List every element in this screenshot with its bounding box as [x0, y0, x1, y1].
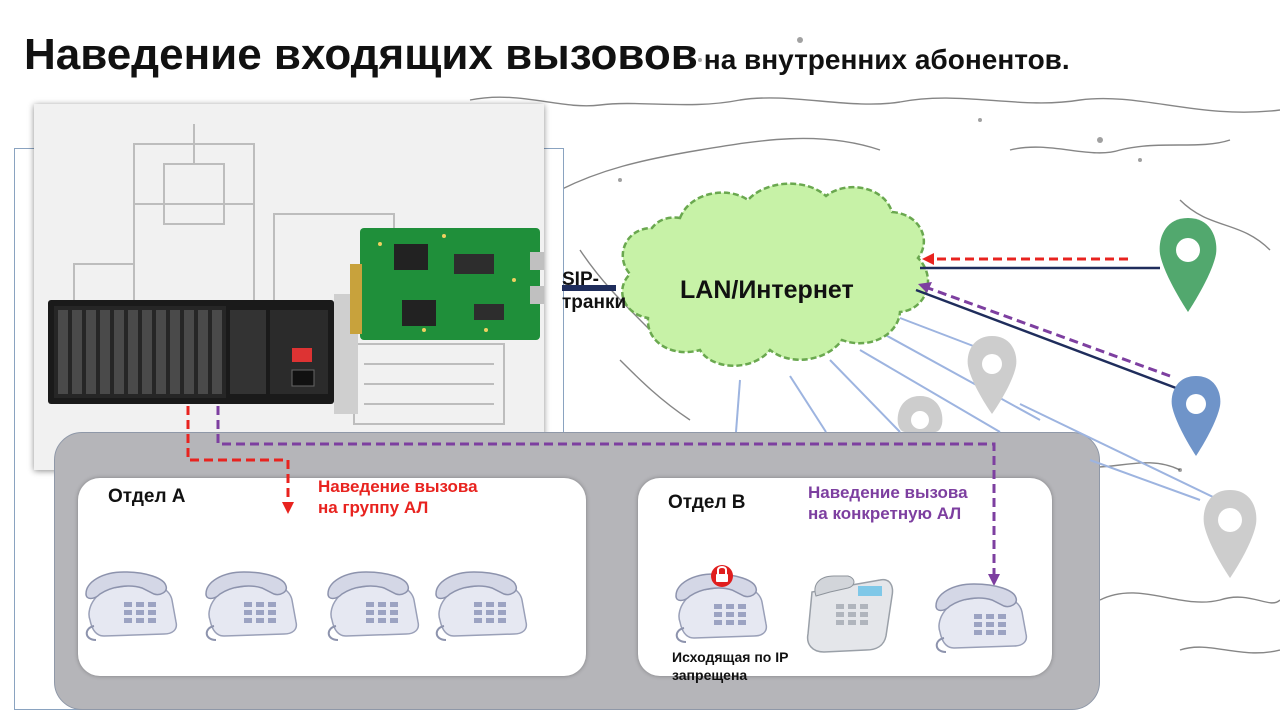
ip-restriction-note: Исходящая по IP запрещена	[672, 648, 788, 684]
department-a-label: Отдел А	[108, 486, 186, 507]
department-b-label: Отдел В	[668, 492, 746, 513]
restriction-line2: запрещена	[672, 667, 748, 683]
group-note-line2: на группу АЛ	[318, 498, 429, 517]
cloud-label: LAN/Интернет	[680, 276, 854, 304]
sip-trunk-label: SIP- транки	[562, 268, 626, 314]
specific-line-note: Наведение вызова на конкретную АЛ	[808, 482, 968, 524]
sip-label-line2: транки	[562, 292, 627, 313]
specific-note-line2: на конкретную АЛ	[808, 504, 962, 523]
equipment-photo	[34, 104, 544, 470]
sip-board	[350, 228, 544, 340]
pbx-chassis	[48, 294, 358, 414]
group-route-note: Наведение вызова на группу АЛ	[318, 476, 478, 518]
title-main: Наведение входящих вызовов	[24, 30, 698, 79]
group-note-line1: Наведение вызова	[318, 477, 478, 496]
industrial-background-image	[48, 124, 544, 425]
sip-label-line1: SIP-	[562, 269, 599, 290]
title-subtitle: на внутренних абонентов.	[703, 44, 1070, 75]
restriction-line1: Исходящая по IP	[672, 649, 789, 665]
specific-note-line1: Наведение вызова	[808, 483, 968, 502]
